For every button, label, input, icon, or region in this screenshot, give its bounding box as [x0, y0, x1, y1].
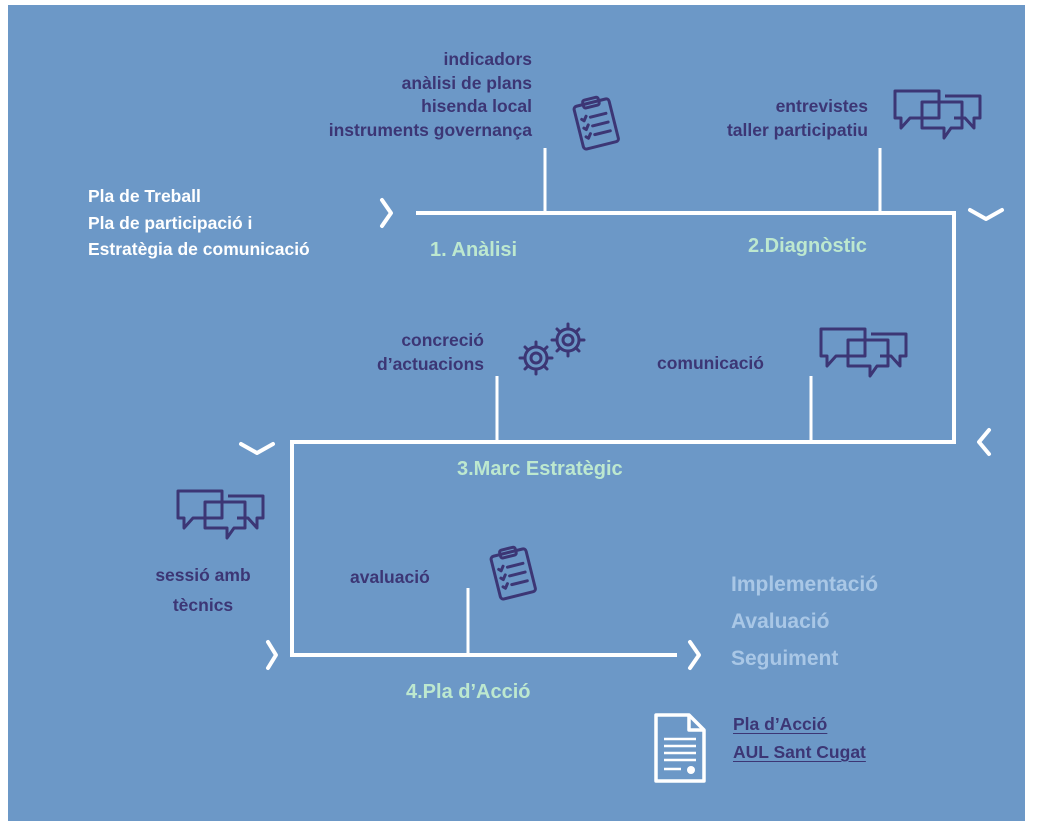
chat-bubbles-icon	[176, 489, 265, 540]
clipboard-icon	[572, 95, 620, 151]
intro-line: Estratègia de comunicació	[88, 239, 310, 259]
phase-label-analisi: 1. Anàlisi	[430, 239, 518, 261]
chat-bubbles-icon	[893, 89, 982, 140]
intro-line: Pla de participació i	[88, 212, 253, 233]
concrecio-label: concreció d’actuacions	[377, 329, 484, 376]
comunicacio-label: comunicació	[657, 353, 764, 373]
intro-text: Pla de Treball Pla de participació i Est…	[88, 183, 310, 263]
outcome-item: Implementació	[731, 573, 879, 596]
document-link-line[interactable]: Pla d’Acció	[733, 714, 828, 734]
diagram-background	[8, 5, 1025, 821]
document-icon[interactable]	[653, 712, 707, 784]
analisi-item: anàlisi de plans	[401, 72, 532, 93]
sessio-line: sessió amb	[155, 565, 251, 585]
chat-bubbles-icon	[819, 327, 908, 378]
diagnostic-items: entrevistes taller participatiu	[727, 95, 868, 142]
phase-label-marc: 3.Marc Estratègic	[457, 458, 623, 480]
chevron-left-icon	[977, 428, 991, 456]
gears-icon	[518, 322, 586, 376]
sessio-label: sessió amb tècnics	[148, 560, 258, 620]
document-link[interactable]: Pla d’Acció AUL Sant Cugat	[733, 710, 866, 766]
document-link-line[interactable]: AUL Sant Cugat	[733, 742, 866, 762]
avaluacio-label: avaluació	[350, 567, 430, 587]
concrecio-line: concreció	[401, 330, 484, 350]
chevron-down-icon	[239, 442, 275, 455]
clipboard-icon	[489, 545, 537, 601]
phase-label-diagnostic: 2.Diagnòstic	[748, 235, 867, 257]
chevron-right-icon	[266, 640, 278, 670]
intro-line: Pla de Treball	[88, 186, 201, 206]
outcome-item: Avaluació	[731, 610, 830, 633]
analisi-items: indicadors anàlisi de plans hisenda loca…	[329, 48, 532, 142]
chevron-right-icon	[688, 640, 701, 670]
chevron-down-icon	[968, 208, 1004, 221]
chevron-right-icon	[380, 198, 393, 228]
outcome-list: Implementació Avaluació Seguiment	[731, 566, 878, 677]
diagnostic-item: entrevistes	[775, 96, 868, 116]
path-line	[290, 211, 956, 657]
outcome-item: Seguiment	[731, 647, 839, 670]
sessio-line: tècnics	[172, 595, 234, 615]
analisi-item: hisenda local	[421, 96, 532, 116]
concrecio-line: d’actuacions	[377, 353, 484, 374]
analisi-item: instruments governança	[328, 119, 532, 140]
diagnostic-item: taller participatiu	[726, 119, 868, 140]
analisi-item: indicadors	[443, 49, 533, 69]
phase-label-accio: 4.Pla d’Acció	[406, 681, 531, 703]
